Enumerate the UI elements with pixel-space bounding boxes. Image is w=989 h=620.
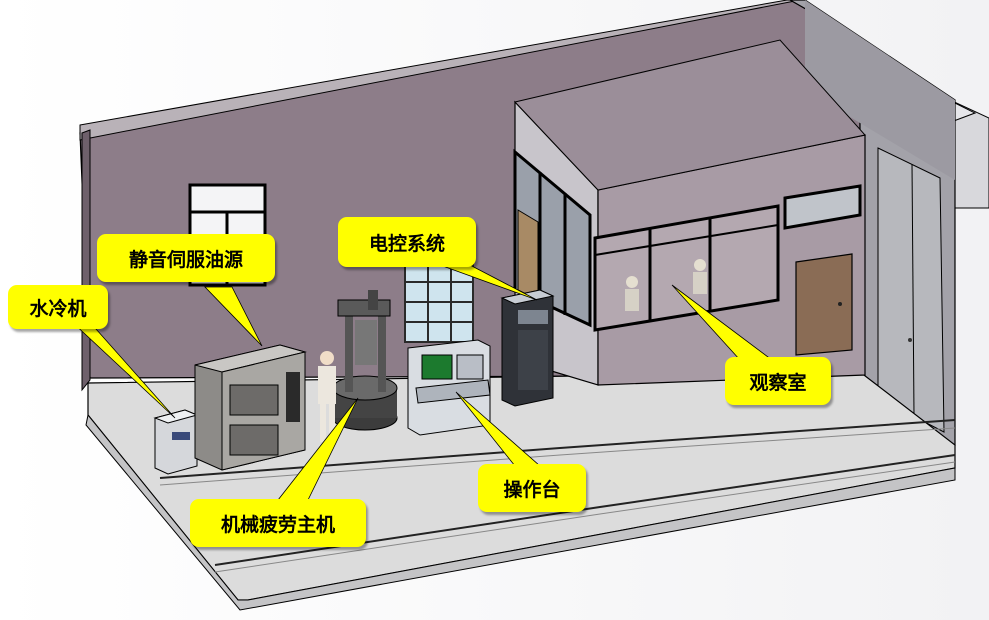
console-unit: [407, 339, 491, 436]
callout-servo-oil-source: 静音伺服油源: [97, 234, 275, 282]
water-cooler-unit: [153, 409, 199, 475]
electric-control-cabinet: [500, 289, 555, 407]
label-fatigue-machine: 机械疲劳主机: [220, 513, 335, 536]
callout-water-cooler: 水冷机: [8, 285, 108, 329]
callout-electric-control: 电控系统: [338, 217, 476, 267]
label-observation-room: 观察室: [749, 371, 807, 394]
label-console: 操作台: [503, 478, 561, 501]
pointer-servo-oil-source: [204, 286, 263, 347]
callout-pointers: [68, 264, 774, 501]
glass-partition: [404, 261, 474, 343]
left-wall: [81, 129, 91, 392]
label-electric-control: 电控系统: [368, 232, 445, 255]
callout-fatigue-machine: 机械疲劳主机: [190, 499, 366, 547]
fatigue-test-machine: [318, 290, 398, 442]
label-servo-oil-source: 静音伺服油源: [128, 248, 243, 271]
right-wall: [788, 0, 956, 447]
callout-console: 操作台: [478, 464, 586, 512]
callout-observation-room: 观察室: [725, 357, 831, 405]
observation-room-structure: [513, 39, 866, 386]
label-water-cooler: 水冷机: [29, 297, 87, 320]
servo-oil-source-unit: [194, 344, 307, 471]
